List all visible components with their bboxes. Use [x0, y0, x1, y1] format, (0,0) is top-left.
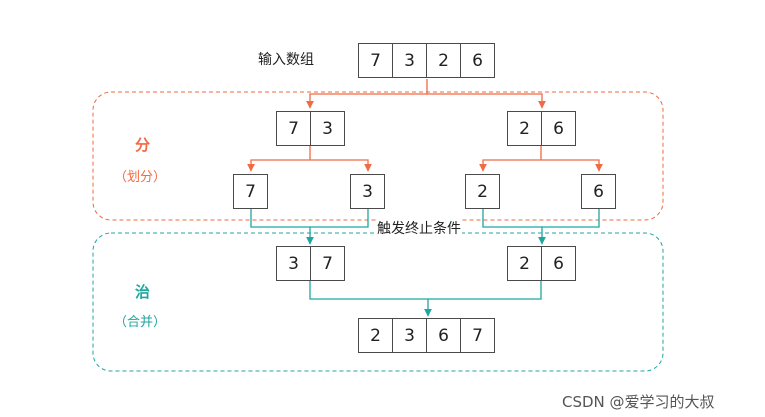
divide-title: 分	[135, 136, 151, 154]
merge-arrows-level2	[250, 208, 600, 245]
split-arrows-level1	[247, 145, 603, 172]
array-cell: 3	[276, 246, 311, 281]
divide-subtitle: （划分）	[114, 170, 167, 185]
array-cell: 6	[581, 174, 616, 209]
array-cell: 6	[541, 246, 576, 281]
termination-label: 触发终止条件	[376, 218, 462, 238]
array-cell: 7	[276, 111, 311, 146]
split-arrows-input	[306, 79, 546, 109]
input-cell: 3	[392, 43, 427, 78]
array-cell: 2	[507, 111, 542, 146]
conquer-subtitle: （合并）	[114, 315, 167, 330]
result-cell: 6	[426, 318, 461, 353]
input-cell: 7	[358, 43, 393, 78]
divide-region-frame	[92, 91, 664, 221]
array-cell: 7	[310, 246, 345, 281]
watermark: CSDN @爱学习的大叔	[562, 393, 715, 411]
result-cell: 7	[460, 318, 495, 353]
array-cell: 2	[507, 246, 542, 281]
conquer-title: 治	[135, 283, 151, 301]
array-cell: 3	[350, 174, 385, 209]
input-array-label: 输入数组	[258, 52, 314, 68]
array-cell: 7	[233, 174, 268, 209]
array-cell: 3	[310, 111, 345, 146]
result-cell: 2	[358, 318, 393, 353]
result-cell: 3	[392, 318, 427, 353]
array-cell: 2	[465, 174, 500, 209]
merge-arrows-final	[309, 281, 542, 317]
input-cell: 6	[460, 43, 495, 78]
input-cell: 2	[426, 43, 461, 78]
array-cell: 6	[541, 111, 576, 146]
